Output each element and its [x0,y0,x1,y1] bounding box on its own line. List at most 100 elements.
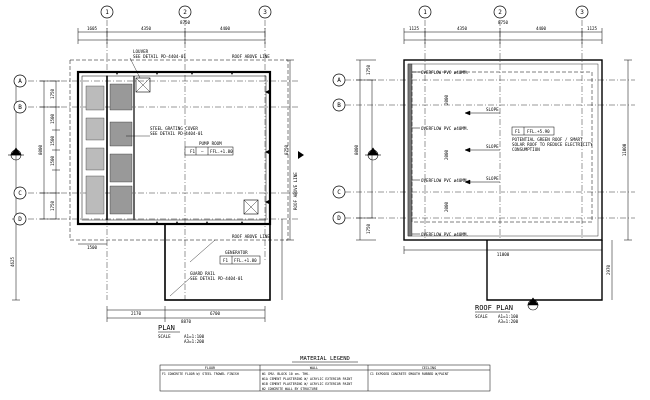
roof-dim-top: 8750 [498,20,509,25]
roof-tag-level: FFL.+5.90 [527,129,550,134]
plan-dim-top: 8750 [180,20,191,25]
plan-scale-a1: A1=1:100 [184,334,205,339]
roof-tag-box [511,126,555,136]
roof-dim-top: 1125 [409,26,420,31]
plan-dim-bottom: 8870 [181,319,192,324]
roof-tag-f: F1 [515,129,521,134]
plan-dim-top: 1605 [87,26,98,31]
pump-room-label: PUMP ROOM [199,141,222,146]
roof-slab [403,59,603,241]
plan-leaders [126,57,216,297]
roof-grid-row-d: D [337,215,341,222]
legend-wall-item: W1A CEMENT PLASTERING W/ ACRYLIC EXTERIO… [262,377,352,381]
overflow-label: OVERFLOW PVC ø40MM. [421,70,469,75]
generator-label: GENERATOR [225,250,248,255]
roof-scale-label: SCALE [475,314,488,319]
gen-tag-level: FFL.+1.80 [234,258,257,263]
roof-scale-a1: A1=1:100 [498,314,519,319]
plan-scale-label: SCALE [158,334,171,339]
roof-dim-left: 1750 [366,64,371,75]
roof-grid-col-2: 2 [498,9,502,16]
overflow-markers [412,71,420,235]
grid-row-c: C [18,190,22,197]
roof-dim-right: 11000 [622,143,627,156]
roof-note-line: POTENTIAL GREEN ROOF / SMART [512,137,583,142]
louver-ref: SEE DETAIL PD-4404-01 [133,54,186,59]
roof-dim-left: 8000 [354,144,359,155]
steel-grating-ref: SEE DETAIL PD-4404-01 [150,131,203,136]
roof-above-label: ROOF ABOVE LINE [293,172,298,210]
roof-gutter [407,63,413,237]
roof-dim-left: 1750 [366,223,371,234]
legend-header-wall: WALL [310,366,318,370]
roof-grid-col-3: 3 [580,9,584,16]
roof-grid-row-a: A [337,77,341,84]
roof-title: ROOF PLAN [475,304,513,312]
roof-above-label: ROOF ABOVE LINE [232,54,270,59]
roof-above-outline [69,59,289,241]
plan-text: 1 2 3 A B C D 1605 4350 4400 8750 1750 1… [10,9,298,344]
floor-plan-view [8,5,304,322]
legend-header-floor: FLOOR [205,366,216,370]
louver-label: LOUVER [133,49,149,54]
slope-arrows [464,110,500,185]
louver-box [135,77,151,93]
roof-grid-row-c: C [337,189,341,196]
roof-north-symbol [527,297,539,311]
roof-dim-top: 4400 [536,26,547,31]
grid-col-3: 3 [263,9,267,16]
roof-grid-bubbles [332,5,589,225]
plan-bottom-dimensions [78,243,266,322]
legend-ceiling-item: C1 EXPOSED CONCRETE SMOOTH RUBBED W/PAIN… [370,372,449,376]
plan-title: PLAN [158,324,175,332]
roof-dim-bottom: 11000 [497,252,510,257]
plan-north-arrow-right [298,151,304,159]
plan-dim-right: 8750 [284,144,289,155]
legend-title: MATERIAL LEGEND [300,356,350,362]
plan-dim-bottom: 2170 [131,311,142,316]
roof-dim-inner: 2000 [444,149,449,160]
overflow-label: OVERFLOW PVC ø40MM. [421,178,469,183]
plan-section-symbol [8,147,24,161]
roof-note-line: CONSUMPTION [512,147,540,152]
grid-col-2: 2 [183,9,187,16]
plan-dim-left: 1500 [50,135,55,146]
roof-dim-top: 4350 [457,26,468,31]
plan-dim-left: 1750 [50,88,55,99]
roof-generator-yard [486,240,603,301]
roof-dim-inner: 2000 [444,201,449,212]
slope-label: SLOPE [486,176,499,181]
slope-label: SLOPE [486,107,499,112]
roof-right-dimensions [611,59,632,300]
plan-grid-bubbles [13,5,272,226]
generator-yard [164,223,271,301]
roof-grid-col-1: 1 [423,9,427,16]
plan-dim-top: 4400 [220,26,231,31]
legend-wall-item: W1 CMU. BLOCK 10 cm. THK. [262,372,310,376]
plan-dim-left: 1500 [50,155,55,166]
grid-row-a: A [18,78,22,85]
plan-dim-left: 1750 [50,200,55,211]
pump-tag-level: FFL.+1.80 [210,149,233,154]
roof-top-dimensions [403,28,603,44]
guard-rail-ref: SEE DETAIL PD-4404-01 [190,276,243,281]
roof-grid-lines [345,20,635,240]
grid-col-1: 1 [105,9,109,16]
roof-section-symbol [365,147,381,161]
plan-dim-left: 8000 [38,144,43,155]
roof-plan-view [332,5,635,311]
roof-dim-inner: 2000 [444,94,449,105]
plan-dim-top: 4350 [141,26,152,31]
gen-tag-f: F1 [223,258,229,263]
material-legend: MATERIAL LEGEND FLOOR WALL CEILING F1 CO… [159,356,491,392]
roof-note-line: SOLAR ROOF TO REDUCE ELECTRICITY [512,142,593,147]
legend-wall-item: W1B CEMENT PLASTERING W/ ACRYLIC EXTERIO… [262,382,352,386]
legend-wall-item: W2 CONCRETE WALL BY STRUCTURE [262,387,318,391]
steel-grating-label: STEEL GRATING COVER [150,126,198,131]
grid-row-b: B [18,104,22,111]
guard-rail-label: GUARD RAIL [190,271,216,276]
plan-dim-bottom: 1500 [87,245,98,250]
slope-label: SLOPE [486,144,499,149]
